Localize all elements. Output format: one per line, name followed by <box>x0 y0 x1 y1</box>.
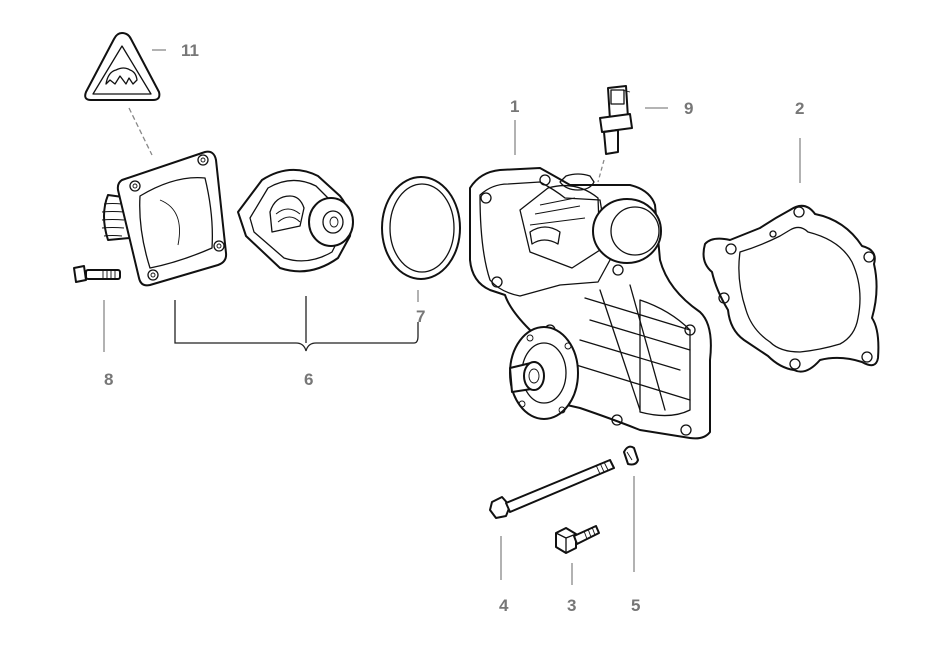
callout-9: 9 <box>684 99 693 118</box>
callout-3: 3 <box>567 596 576 615</box>
leader-lines <box>103 49 801 585</box>
thermostat <box>237 169 354 273</box>
thermostat-housing <box>101 150 228 287</box>
callout-7: 7 <box>416 307 425 326</box>
callout-labels: 11 1 9 2 7 8 6 4 3 5 <box>104 41 804 615</box>
group-bracket-6 <box>174 296 419 352</box>
warning-triangle-icon <box>84 32 161 101</box>
short-bolt <box>555 525 600 554</box>
temperature-sensor <box>599 85 633 155</box>
washer <box>623 445 639 466</box>
callout-2: 2 <box>795 99 804 118</box>
callout-8: 8 <box>104 370 113 389</box>
long-bolt <box>489 459 615 519</box>
bolt-8 <box>73 265 121 283</box>
o-ring <box>381 176 461 280</box>
water-pump <box>469 167 712 440</box>
callout-5: 5 <box>631 596 640 615</box>
gasket <box>702 204 880 373</box>
callout-1: 1 <box>510 97 519 116</box>
callout-4: 4 <box>499 596 509 615</box>
callout-6: 6 <box>304 370 313 389</box>
callout-11: 11 <box>181 41 199 60</box>
